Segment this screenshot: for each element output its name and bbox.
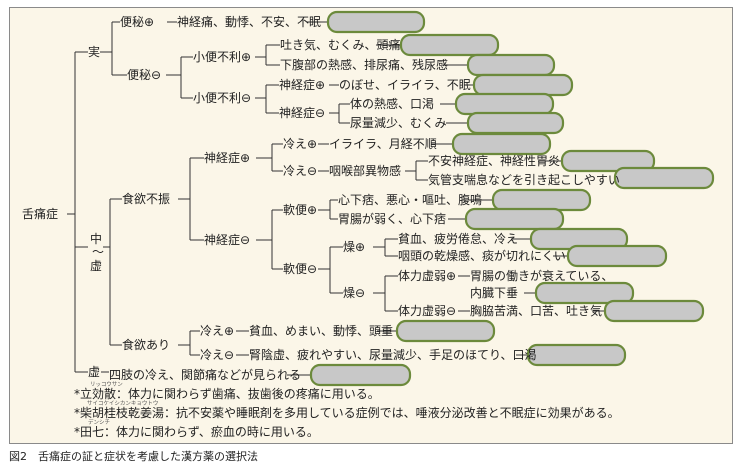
symptom-label: 貧血、めまい、動悸、頭重 bbox=[249, 324, 393, 338]
node-shokuyoku-ari: 食欲あり bbox=[122, 337, 170, 352]
node-labels: 舌痛症 実 便秘⊕ 便秘⊖ 小便不利⊕ 小便不利⊖ 神経症⊕ 神経症⊖ 中 〜 … bbox=[22, 15, 456, 379]
drug-box bbox=[566, 244, 668, 268]
drug-box bbox=[399, 33, 500, 57]
node-hie-plus-2: 冷え⊕ bbox=[200, 324, 234, 338]
drug-box bbox=[454, 92, 555, 116]
node-chukyo-1: 中 bbox=[90, 231, 102, 246]
node-benpi-minus: 便秘⊖ bbox=[127, 68, 161, 82]
drug-box bbox=[466, 53, 556, 77]
node-nanben-plus: 軟便⊕ bbox=[283, 202, 317, 217]
node-chukyo-2: 〜 bbox=[92, 245, 104, 259]
symptom-label: 胃腸が弱く、心下痞 bbox=[338, 211, 446, 226]
node-tairyoku-plus: 体力虚弱⊕ bbox=[398, 269, 456, 283]
drug-box bbox=[395, 319, 496, 343]
drug-box bbox=[560, 149, 656, 173]
note-ruby: デンシチ bbox=[88, 418, 110, 426]
symptom-label: 神経痛、動悸、不安、不眠 bbox=[177, 14, 321, 29]
node-shinkei-plus-2: 神経症⊕ bbox=[204, 150, 250, 165]
node-kyo: 虚 bbox=[88, 365, 100, 379]
drug-box bbox=[491, 188, 592, 212]
drug-box bbox=[603, 299, 705, 323]
symptom-label: 気管支喘息などを引き起こしやすい bbox=[428, 172, 620, 187]
connector-lines bbox=[67, 21, 605, 376]
node-hie-minus-1: 冷え⊖ bbox=[283, 164, 317, 178]
node-shoben-plus: 小便不利⊕ bbox=[193, 50, 251, 64]
symptom-labels: 神経痛、動悸、不安、不眠 吐き気、むくみ、頭痛 下腹部の熱感、排尿痛、残尿感 の… bbox=[109, 14, 620, 382]
symptom-label: イライラ、月経不順 bbox=[329, 137, 437, 151]
drug-box bbox=[451, 132, 552, 156]
symptom-label: 咽頭の乾燥感、痰が切れにくい bbox=[398, 248, 566, 263]
figure-caption: 図2 舌痛症の証と症状を考慮した漢方薬の選択法 bbox=[9, 449, 258, 463]
symptom-label: 心下痞、悪心・嘔吐、腹鳴 bbox=[338, 192, 482, 207]
node-shinkei-minus-1: 神経症⊖ bbox=[279, 105, 325, 120]
note-ruby: サイコケイシカンキョウトウ bbox=[87, 399, 158, 407]
drug-box bbox=[309, 363, 412, 387]
drug-box bbox=[534, 281, 635, 305]
node-hie-plus-1: 冷え⊕ bbox=[283, 137, 317, 151]
node-jitsu: 実 bbox=[88, 44, 100, 59]
symptom-label: のぼせ、イライラ、不眠 bbox=[339, 78, 471, 92]
note-text: *柴胡桂枝乾姜湯：抗不安薬や睡眠剤を多用している症例では、唾液分泌改善と不眠症に… bbox=[74, 405, 620, 420]
symptom-label: 腎陰虚、疲れやすい、尿量減少、手足のほてり、口渇 bbox=[249, 347, 537, 362]
node-tairyoku-minus: 体力虚弱⊖ bbox=[398, 304, 456, 318]
note-ruby: リッコウサン bbox=[90, 380, 123, 388]
symptom-label: 下腹部の熱感、排尿痛、残尿感 bbox=[280, 57, 448, 72]
symptom-label: 貧血、疲労倦怠、冷え bbox=[398, 231, 518, 246]
node-benpi-plus: 便秘⊕ bbox=[120, 15, 154, 29]
node-shinkei-plus-1: 神経症⊕ bbox=[279, 77, 325, 92]
node-so-minus: 燥⊖ bbox=[343, 286, 365, 300]
notes: リッコウサン *立効散：体力に関わらず歯痛、抜歯後の疼痛に用いる。 サイコケイシ… bbox=[74, 380, 620, 439]
drug-boxes bbox=[309, 10, 715, 387]
drug-box bbox=[464, 207, 565, 231]
note-text: *田七：体力に関わらず、瘀血の時に用いる。 bbox=[74, 424, 319, 439]
node-shinkei-minus-2: 神経症⊖ bbox=[204, 232, 250, 247]
node-so-plus: 燥⊕ bbox=[343, 240, 365, 254]
note-text: *立効散：体力に関わらず歯痛、抜歯後の疼痛に用いる。 bbox=[74, 386, 380, 401]
symptom-label: 四肢の冷え、関節痛などが見られる bbox=[109, 367, 301, 382]
drug-box bbox=[466, 111, 565, 135]
drug-box bbox=[472, 73, 574, 97]
drug-box bbox=[613, 166, 715, 190]
drug-box bbox=[326, 10, 426, 34]
symptom-label: 体の熱感、口渇 bbox=[350, 96, 434, 111]
node-chukyo-3: 虚 bbox=[90, 259, 102, 273]
symptom-label: 咽喉部異物感 bbox=[329, 163, 401, 178]
symptom-label: 吐き気、むくみ、頭痛 bbox=[280, 37, 400, 52]
symptom-label: 不安神経症、神経性胃炎 bbox=[428, 153, 560, 168]
symptom-label: 胸脇苦満、口苦、吐き気 bbox=[470, 303, 602, 318]
node-shoben-minus: 小便不利⊖ bbox=[193, 91, 251, 105]
node-shokuyoku-fushin: 食欲不振 bbox=[122, 191, 170, 206]
drug-box bbox=[526, 343, 627, 367]
node-hie-minus-2: 冷え⊖ bbox=[200, 348, 234, 362]
node-nanben-minus: 軟便⊖ bbox=[283, 261, 317, 276]
symptom-label: 尿量減少、むくみ bbox=[350, 115, 446, 130]
symptom-label: 内臓下垂 bbox=[470, 286, 518, 300]
symptom-label: 胃腸の働きが衰えている、 bbox=[470, 268, 613, 283]
root-label: 舌痛症 bbox=[22, 206, 58, 221]
